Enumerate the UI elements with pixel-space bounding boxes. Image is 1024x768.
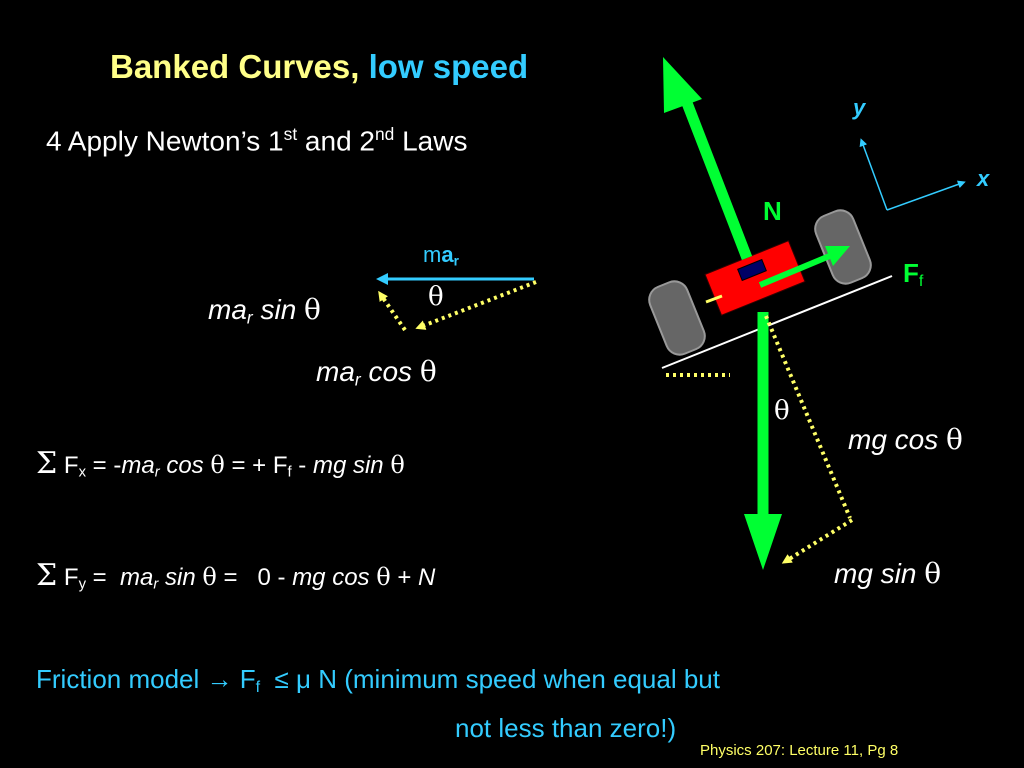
theta-label-bottom: θ [774, 396, 790, 426]
mar-label-r: r [453, 253, 459, 269]
sigma-symbol: Σ [36, 446, 58, 481]
mar-cos-label: mar cos θ [316, 355, 437, 390]
mar-sin-component-arrow [378, 290, 407, 332]
car-body [704, 240, 806, 316]
title-part2: low speed [368, 48, 529, 85]
mg-sin-label: mg sin θ [834, 557, 941, 590]
fx-F: F [63, 452, 79, 479]
friction-text1: Friction model → F [36, 664, 256, 694]
friction-force-arrow [758, 252, 834, 288]
mg-cos-label: mg cos θ [848, 423, 963, 456]
car-window [737, 258, 767, 282]
mg-sin-theta: θ [924, 557, 942, 590]
friction-model-line2: not less than zero!) [455, 713, 677, 743]
friction-force-arrowhead [825, 246, 850, 266]
fx-eq1: = - [86, 452, 122, 479]
fy-N: N [418, 564, 436, 591]
mg-cos-theta: θ [946, 423, 963, 456]
mar-cos-text: cos [360, 356, 420, 387]
fy-F: F [63, 564, 79, 591]
equation-fx: Σ Fx = -mar cos θ = + Ff - mg sin θ [36, 446, 405, 481]
friction-text1b: ≤ μ N (minimum speed when equal but [260, 664, 720, 694]
fy-eq1: = [86, 564, 114, 591]
title-part1: Banked Curves, [110, 48, 360, 85]
left-tire [648, 280, 706, 356]
fy-theta2: θ [376, 563, 391, 591]
mar-cos-r: r [354, 369, 361, 390]
fx-eq2: = + F [224, 452, 288, 479]
friction-label-F: F [903, 258, 919, 288]
fx-f: f [287, 464, 292, 481]
fx-minus: - [291, 452, 313, 479]
mar-label-m: m [423, 242, 442, 267]
x-axis-label: x [977, 166, 990, 191]
normal-force-label: N [763, 196, 782, 226]
mg-cos-text: mg cos [848, 424, 947, 455]
theta-label-top: θ [428, 282, 444, 312]
fx-theta2: θ [390, 451, 405, 479]
x-axis-arrow [886, 180, 966, 211]
friction-model-line1: Friction model → Ff ≤ μ N (minimum speed… [36, 664, 720, 697]
fy-ma: ma [120, 564, 154, 591]
mar-sin-label: mar sin θ [208, 293, 321, 328]
normal-force-arrow [676, 88, 753, 260]
mar-sin-text: sin [252, 294, 305, 325]
fy-eq2: = 0 - [216, 564, 293, 591]
fx-r: r [154, 464, 160, 481]
equation-fy: Σ Fy = mar sin θ = 0 - mg cos θ + N [36, 558, 435, 593]
mg-cos-component-line [764, 315, 852, 519]
car-axle-dash [705, 294, 723, 304]
fy-theta1: θ [202, 563, 217, 591]
footer: Physics 207: Lecture 11, Pg 8 [700, 742, 899, 759]
fy-sin: sin [158, 564, 203, 591]
friction-force-label: Ff [903, 258, 923, 291]
fx-cos: cos [159, 452, 211, 479]
mar-sin-r: r [246, 307, 253, 328]
mar-cos-theta: θ [419, 355, 437, 388]
y-axis-arrow [859, 138, 888, 211]
fy-sub: y [78, 576, 86, 593]
fy-mgcos: mg cos [292, 564, 377, 591]
fx-theta1: θ [210, 451, 225, 479]
mar-label-a: a [441, 242, 454, 267]
mg-sin-component-arrow [781, 518, 854, 564]
page-title: Banked Curves, low speed [110, 48, 528, 86]
friction-sub-f: f [255, 678, 261, 697]
mar-cos-ma: ma [316, 356, 355, 387]
fx-sub: x [78, 464, 86, 481]
mg-sin-text: mg sin [834, 558, 925, 589]
bank-surface-line [661, 275, 893, 369]
step-heading: 4 Apply Newton’s 1st and 2nd Laws [46, 124, 467, 157]
fy-r: r [153, 576, 159, 593]
step-sup2: nd [375, 124, 395, 144]
step-sup1: st [283, 124, 298, 144]
step-end: Laws [394, 125, 468, 157]
y-axis-label: y [853, 95, 866, 120]
friction-label-f: f [918, 272, 924, 291]
step-text: 4 Apply Newton’s 1 [46, 125, 284, 157]
normal-force-arrowhead [663, 57, 702, 113]
mar-label: mar [423, 242, 459, 268]
sigma-symbol: Σ [36, 558, 58, 593]
step-mid: and 2 [297, 125, 376, 157]
mar-sin-theta: θ [304, 293, 321, 326]
mar-sin-ma: ma [208, 294, 247, 325]
fy-plus: + [390, 564, 419, 591]
fx-mgsin: mg sin [312, 452, 391, 479]
gravity-force-arrowhead [744, 514, 782, 570]
fx-ma: ma [121, 452, 155, 479]
